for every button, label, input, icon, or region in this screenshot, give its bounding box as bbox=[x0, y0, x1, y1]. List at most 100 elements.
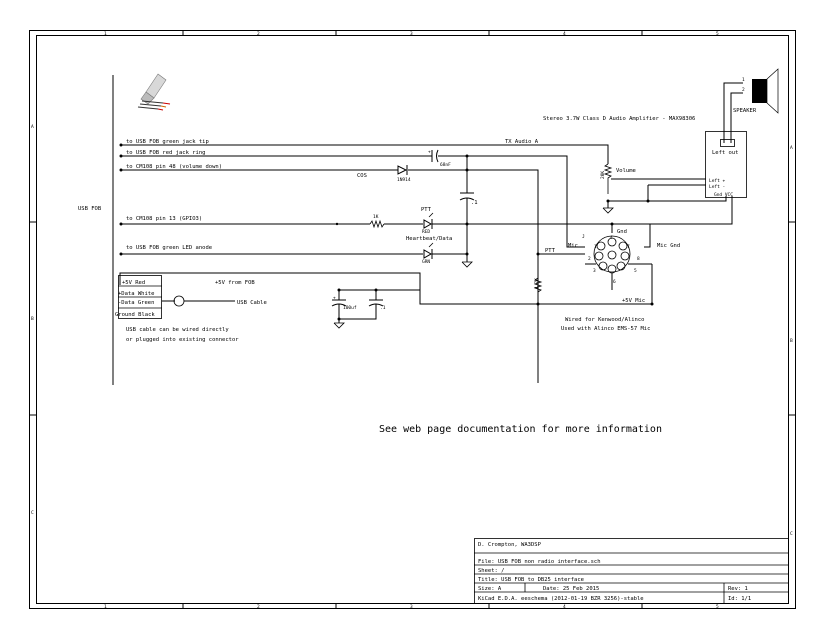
wire-green-led-anode: to USB FOB green LED anode bbox=[119, 245, 467, 256]
title: Title: USB FOB to DB25 interface bbox=[478, 577, 584, 583]
column-label: 4 bbox=[563, 31, 566, 37]
outer-border bbox=[29, 30, 796, 609]
column-label: 2 bbox=[257, 31, 260, 37]
sheet-name: Sheet: / bbox=[478, 568, 505, 574]
diode-1n914: 1N914 bbox=[397, 165, 411, 183]
inner-border bbox=[36, 35, 789, 604]
svg-text:RED: RED bbox=[422, 229, 430, 235]
author: D. Crompton, WA3DSP bbox=[478, 542, 542, 548]
volume-potentiometer: 20K Volume bbox=[600, 163, 706, 214]
usb-note: USB cable can be wired directly bbox=[126, 327, 229, 333]
wire-label: to USB FOB green jack tip bbox=[126, 139, 209, 145]
usb-pin-label: -Data Green bbox=[118, 300, 154, 306]
svg-text:.1: .1 bbox=[380, 305, 386, 311]
svg-text:68nF: 68nF bbox=[440, 162, 451, 168]
documentation-note: See web page documentation for more info… bbox=[379, 424, 662, 435]
tx-audio-label: TX Audio A bbox=[505, 139, 539, 145]
mic-connector-8pin: J Mic Gnd Mic Gnd +5V Mic 1 2 3 4 5 6 7 … bbox=[561, 222, 680, 332]
column-label: 3 bbox=[410, 31, 413, 37]
ground-icon bbox=[461, 261, 473, 268]
date: Date: 25 Feb 2015 bbox=[543, 586, 599, 592]
size: Size: A bbox=[478, 586, 502, 592]
capacitor-0-1uf-upper: .1 bbox=[459, 156, 478, 268]
resistor-4-7k: 4.7K PTT bbox=[533, 248, 585, 293]
file-name: File: USB FOB non radio interface.sch bbox=[478, 559, 601, 565]
speaker-label: SPEAKER bbox=[733, 108, 757, 114]
sheet-id: Id: 1/1 bbox=[728, 596, 751, 602]
svg-text:4: 4 bbox=[610, 235, 613, 241]
wire-label: to CM108 pin 48 (volume down) bbox=[126, 164, 222, 170]
svg-text:100uf: 100uf bbox=[343, 305, 357, 311]
wire-red-jack-ring: to USB FOB red jack ring bbox=[119, 150, 585, 248]
kicad-version: KiCad E.D.A. eeschema (2012-01-19 BZR 32… bbox=[478, 596, 644, 602]
revision: Rev: 1 bbox=[728, 586, 748, 592]
svg-text:5: 5 bbox=[634, 268, 637, 274]
cos-label: COS bbox=[357, 173, 367, 179]
svg-text:1: 1 bbox=[742, 77, 745, 83]
usb-note: or plugged into existing connector bbox=[126, 337, 239, 343]
wire-cm108-pin48: to CM108 pin 48 (volume down) COS bbox=[119, 164, 539, 383]
led-green-heartbeat: GRN bbox=[422, 242, 434, 265]
resistor-1k bbox=[369, 219, 385, 229]
wire-cm108-pin13: to CM108 pin 13 (GPIO3) 1K bbox=[119, 214, 651, 248]
wire-label: to USB FOB red jack ring bbox=[126, 150, 205, 156]
row-label: B bbox=[790, 338, 793, 344]
supply-label: +5V from FOB bbox=[215, 280, 255, 286]
capacitor-0-1uf-lower: .1 bbox=[339, 290, 386, 320]
svg-text:8: 8 bbox=[637, 256, 640, 262]
svg-text:J: J bbox=[582, 234, 585, 240]
plus5v-mic-label: +5V Mic bbox=[622, 298, 645, 304]
mic-note: Used with Alinco EMS-57 Mic bbox=[561, 326, 650, 332]
mic-label: Mic bbox=[568, 243, 578, 249]
svg-text:20K: 20K bbox=[600, 171, 606, 179]
column-label: 5 bbox=[716, 31, 719, 37]
title-block: D. Crompton, WA3DSP File: USB FOB non ra… bbox=[474, 538, 789, 604]
left-row-markers: A B C bbox=[29, 124, 36, 516]
column-label: 5 bbox=[716, 604, 719, 610]
left-out-label: Left out bbox=[712, 150, 739, 156]
svg-text:6: 6 bbox=[613, 279, 616, 285]
svg-text:7: 7 bbox=[627, 244, 630, 250]
row-label: B bbox=[31, 316, 34, 322]
volume-label: Volume bbox=[616, 168, 636, 174]
speaker: 1 2 SPEAKER bbox=[733, 68, 779, 114]
right-row-markers: A B C bbox=[789, 145, 796, 537]
wire-green-jack-tip: to USB FOB green jack tip TX Audio A bbox=[119, 139, 609, 164]
usb-pin-label: Ground Black bbox=[115, 312, 155, 318]
svg-text:Heartbeat/Data: Heartbeat/Data bbox=[406, 236, 452, 242]
svg-text:1: 1 bbox=[594, 244, 597, 250]
led-red-ptt: PTT RED Heartbeat/Data bbox=[406, 207, 452, 242]
top-column-markers: 1 2 3 4 5 bbox=[104, 30, 719, 37]
svg-text:1N914: 1N914 bbox=[397, 177, 411, 183]
svg-text:GRN: GRN bbox=[422, 259, 430, 265]
usb-pin-label: +Data White bbox=[118, 291, 154, 297]
audio-jack-plug-icon bbox=[137, 73, 171, 111]
usb-fob-label: USB FOB bbox=[78, 206, 102, 212]
amplifier-max98306: Left out Left + Left - Gnd VCC Stereo 3.… bbox=[543, 82, 747, 225]
ptt-label: PTT bbox=[545, 248, 556, 254]
capacitor-68nf: + 68nF bbox=[428, 149, 451, 168]
wire-plus5v: +5V from FOB bbox=[119, 272, 652, 306]
bottom-column-markers: 1 2 3 4 5 bbox=[104, 603, 719, 610]
gnd-label: Gnd bbox=[617, 229, 627, 235]
usb-cable-pin-block: +5V Red +Data White -Data Green Ground B… bbox=[115, 275, 267, 343]
svg-text:3: 3 bbox=[593, 268, 596, 274]
usb-pin-label: +5V Red bbox=[122, 280, 145, 286]
row-label: A bbox=[31, 124, 34, 130]
amplifier-title: Stereo 3.7W Class D Audio Amplifier - MA… bbox=[543, 116, 695, 122]
svg-text:PTT: PTT bbox=[421, 207, 432, 213]
svg-text:2: 2 bbox=[588, 256, 591, 262]
ground-icon bbox=[333, 322, 345, 329]
wire-label: to CM108 pin 13 (GPIO3) bbox=[126, 216, 202, 222]
svg-text:+: + bbox=[333, 296, 336, 301]
row-label: C bbox=[31, 510, 34, 516]
row-label: A bbox=[790, 145, 793, 151]
mic-gnd-label: Mic Gnd bbox=[657, 243, 680, 249]
svg-text:.1: .1 bbox=[471, 200, 478, 206]
svg-text:Left +: Left + bbox=[709, 178, 726, 184]
column-label: 3 bbox=[410, 604, 413, 610]
svg-text:Gnd VCC: Gnd VCC bbox=[714, 192, 733, 198]
svg-text:+: + bbox=[428, 150, 431, 155]
svg-text:4.7K: 4.7K bbox=[534, 278, 540, 289]
